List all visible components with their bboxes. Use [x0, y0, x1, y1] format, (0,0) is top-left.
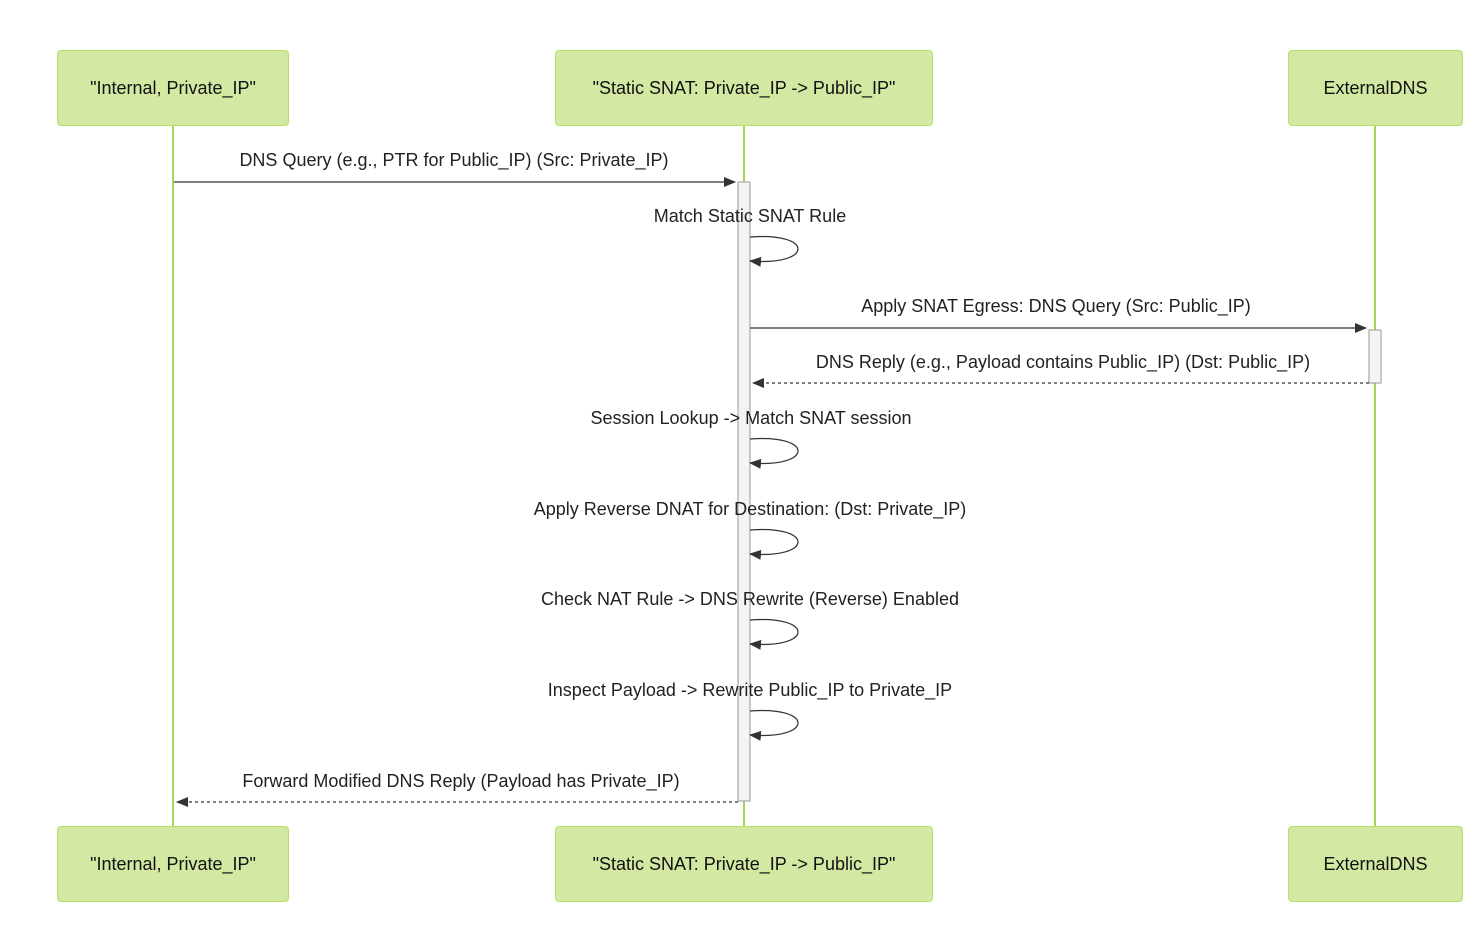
message-label-m6: Apply Reverse DNAT for Destination: (Dst…: [534, 499, 966, 520]
message-label-m5: Session Lookup -> Match SNAT session: [591, 408, 912, 428]
activation-dns: [1368, 329, 1382, 384]
self-loop-m7: [749, 618, 799, 650]
actor-dns-top: ExternalDNS: [1288, 50, 1463, 126]
message-label-m8: Inspect Payload -> Rewrite Public_IP to …: [548, 680, 952, 701]
activation-snat: [737, 181, 751, 802]
message-label-m3: Apply SNAT Egress: DNS Query (Src: Publi…: [861, 296, 1250, 317]
message-label-m9: Forward Modified DNS Reply (Payload has …: [242, 771, 679, 792]
actor-internal-label: "Internal, Private_IP": [90, 77, 256, 98]
message-label-m7: Check NAT Rule -> DNS Rewrite (Reverse) …: [541, 589, 959, 609]
actor-dns-label: ExternalDNS: [1323, 77, 1428, 98]
message-label-m2: Match Static SNAT Rule: [654, 206, 846, 226]
actor-snat-label: "Static SNAT: Private_IP -> Public_IP": [592, 77, 896, 98]
actor-internal-label: "Internal, Private_IP": [90, 853, 256, 874]
message-label-m4: DNS Reply (e.g., Payload contains Public…: [816, 352, 1310, 373]
message-label-m1: DNS Query (e.g., PTR for Public_IP) (Src…: [239, 150, 668, 171]
self-loop-m2: [749, 235, 799, 267]
actor-dns-label: ExternalDNS: [1323, 853, 1428, 874]
actor-internal-top: "Internal, Private_IP": [57, 50, 289, 126]
actor-snat-bottom: "Static SNAT: Private_IP -> Public_IP": [555, 826, 933, 902]
actor-dns-bottom: ExternalDNS: [1288, 826, 1463, 902]
actor-snat-label: "Static SNAT: Private_IP -> Public_IP": [592, 853, 896, 874]
self-loop-m5: [749, 437, 799, 469]
self-loop-m8: [749, 709, 799, 741]
self-loop-m6: [749, 528, 799, 560]
actor-internal-bottom: "Internal, Private_IP": [57, 826, 289, 902]
actor-snat-top: "Static SNAT: Private_IP -> Public_IP": [555, 50, 933, 126]
